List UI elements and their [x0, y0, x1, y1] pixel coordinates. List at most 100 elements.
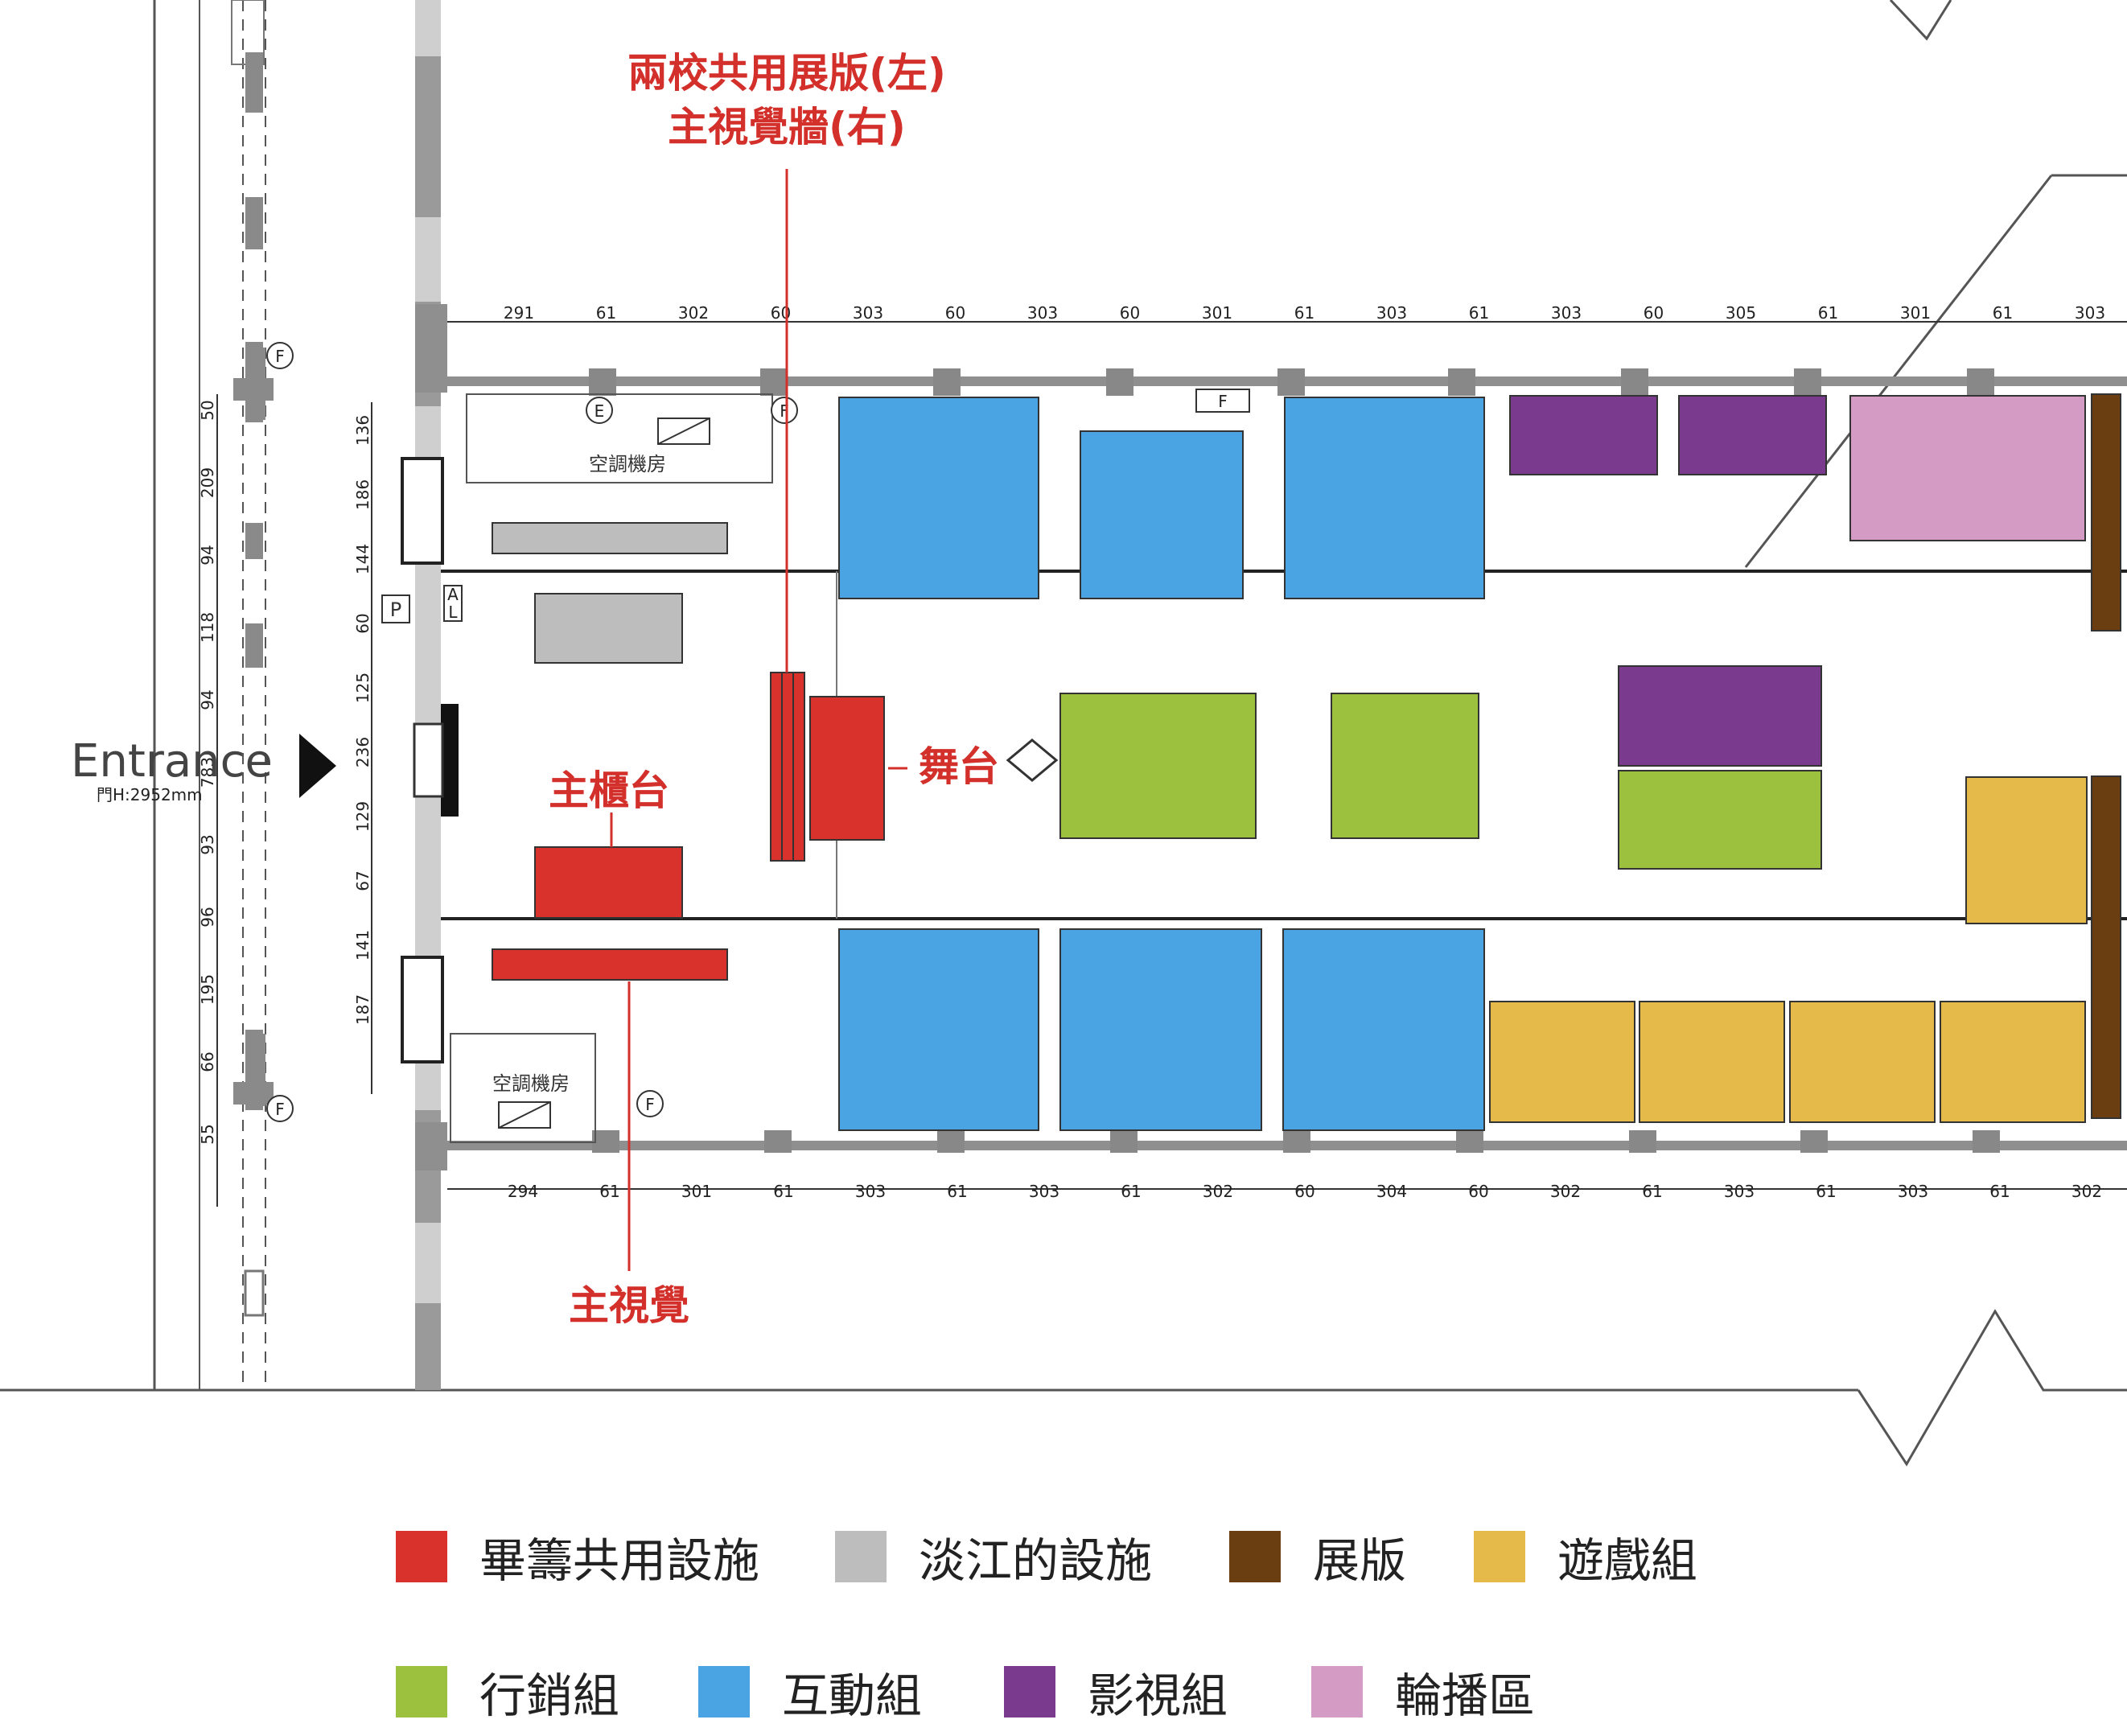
entrance-arrow-icon: [299, 734, 336, 798]
dimension-label: 55: [198, 1124, 217, 1144]
game-group: [1489, 776, 2088, 1123]
fire-marker-icon: F: [780, 401, 789, 421]
interactive-booth: [1282, 928, 1485, 1131]
wall-columns: [589, 368, 2000, 1153]
dimension-label: 61: [1818, 303, 1838, 323]
interactive-booth: [1080, 430, 1244, 599]
ac-room-top: 空調機房: [466, 393, 773, 483]
dimension-label: 61: [599, 1182, 619, 1201]
marketing-group: [1059, 693, 1822, 870]
dimension-label: 302: [678, 303, 709, 323]
dimension-label: 236: [353, 737, 372, 767]
dimension-label: 60: [353, 613, 372, 633]
dimension-label: 61: [1294, 303, 1314, 323]
dimension-label: 303: [1724, 1182, 1755, 1201]
callout-lines: [610, 169, 907, 1271]
dimension-label: 125: [353, 673, 372, 703]
dimension-label: 61: [1469, 303, 1489, 323]
dimension-label: 50: [198, 400, 217, 420]
dimension-label: 136: [353, 415, 372, 446]
video-booth: [1678, 395, 1827, 475]
interactive-booth: [1059, 928, 1262, 1131]
entrance-door-label: 門H:2952mm: [97, 785, 203, 804]
dimension-label: 60: [1468, 1182, 1488, 1201]
dimension-label: 94: [198, 545, 217, 565]
building-wall: [401, 0, 459, 1390]
callout-shared-panel: 兩校共用展版(左): [627, 50, 946, 97]
game-booth: [1965, 776, 2088, 924]
tamkang-bench: [492, 522, 728, 554]
dimension-label: 61: [1121, 1182, 1141, 1201]
dimension-label: 96: [198, 907, 217, 927]
dimension-label: 303: [2075, 303, 2105, 323]
dimension-label: 61: [1993, 303, 2013, 323]
markers: [266, 342, 1250, 1122]
dimension-label: 303: [1551, 303, 1582, 323]
interactive-group: [838, 397, 1485, 1131]
dimension-label: 61: [1816, 1182, 1836, 1201]
dimension-label: 783: [198, 757, 217, 788]
fire-marker-icon: F: [645, 1095, 655, 1114]
dimension-label: 301: [1202, 303, 1232, 323]
ac-room-bottom: 空調機房: [450, 1033, 596, 1143]
dimension-label: 291: [504, 303, 534, 323]
game-booth: [1639, 1001, 1785, 1123]
interactive-booth: [1284, 397, 1485, 599]
ac-room-bottom-label: 空調機房: [492, 1072, 570, 1095]
dimension-label: 301: [1900, 303, 1931, 323]
dimension-label: 303: [1029, 1182, 1059, 1201]
dimension-label: 302: [1550, 1182, 1581, 1201]
dimension-label: 302: [1203, 1182, 1233, 1201]
display-panel: [2091, 393, 2121, 631]
dimension-label: 61: [1642, 1182, 1662, 1201]
dimension-label: 93: [198, 834, 217, 854]
carousel-area: [1849, 395, 2086, 541]
fire-marker-icon: F: [275, 1100, 285, 1119]
dimension-label: 94: [198, 689, 217, 710]
a-marker-icon: A: [447, 585, 459, 604]
elevator-marker-icon: E: [594, 401, 605, 421]
dimension-label: 60: [945, 303, 965, 323]
callout-stage: 舞台: [919, 743, 999, 790]
dimension-label: 61: [773, 1182, 793, 1201]
entrance: Entrance 門H:2952mm: [71, 734, 336, 804]
dimension-label: 118: [198, 612, 217, 643]
stage-diamond-icon: [1006, 738, 1059, 782]
interactive-booth: [838, 928, 1039, 1131]
dimension-label: 141: [353, 930, 372, 961]
dimension-label: 60: [1644, 303, 1664, 323]
dimension-label: 303: [853, 303, 883, 323]
dimension-label: 302: [2071, 1182, 2102, 1201]
marketing-booth: [1059, 693, 1257, 839]
main-counter: [534, 846, 683, 919]
callout-main-visual-wall: 主視覺牆(右): [668, 104, 906, 150]
dimension-label: 303: [1027, 303, 1058, 323]
dimension-label: 66: [198, 1051, 217, 1072]
tamkang-facilities: [492, 522, 728, 664]
corridor-lines: [441, 570, 2127, 920]
dimension-label: 186: [353, 479, 372, 510]
dimension-label: 60: [1120, 303, 1140, 323]
fire-marker-icon: F: [275, 347, 285, 366]
dimension-label: 303: [1898, 1182, 1928, 1201]
tamkang-table: [534, 593, 683, 664]
dimension-label: 61: [1989, 1182, 2010, 1201]
stage: [809, 696, 885, 841]
marketing-booth: [1331, 693, 1479, 839]
l-marker-icon: L: [448, 603, 458, 622]
interactive-booth: [838, 397, 1039, 599]
dimension-label: 304: [1376, 1182, 1407, 1201]
dimension-label: 129: [353, 801, 372, 832]
callout-main-visual: 主視覺: [569, 1282, 689, 1329]
panel-group: [2091, 393, 2121, 1119]
ac-room-top-label: 空調機房: [589, 453, 666, 475]
parking-marker-icon: P: [390, 599, 401, 621]
video-booth: [1509, 395, 1658, 475]
video-booth: [1618, 665, 1822, 767]
shared-facilities: [492, 672, 885, 981]
